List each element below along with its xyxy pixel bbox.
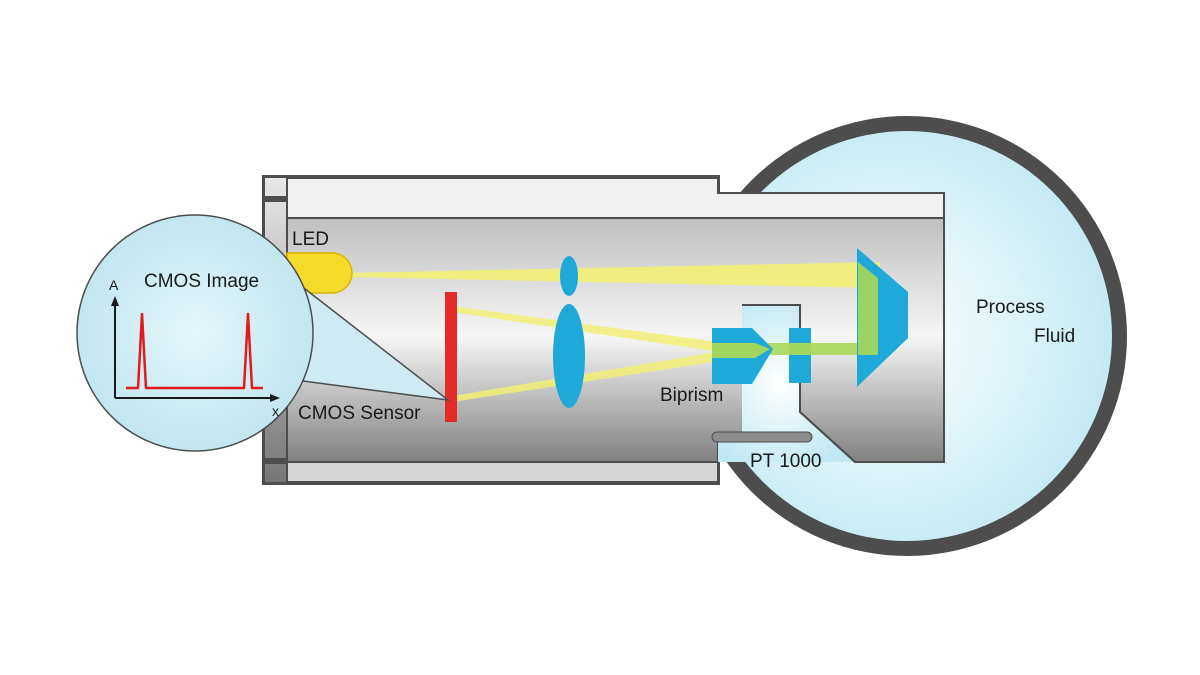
y-axis-arrow <box>111 296 119 306</box>
callout-bubble <box>76 214 314 452</box>
upper-return-beam <box>452 306 740 355</box>
intensity-trace <box>126 312 263 390</box>
ring-groove-top <box>265 196 287 202</box>
led-emitter <box>286 252 353 294</box>
housing-bottom-band <box>286 461 719 483</box>
upper-lens <box>560 256 578 296</box>
lower-lens <box>553 304 585 408</box>
biprism-beam-overlay <box>712 343 770 358</box>
window-block <box>789 328 811 383</box>
cmos-sensor-bar <box>445 292 457 422</box>
cmos-image-callout <box>76 214 451 452</box>
window-beam-overlay <box>789 343 811 355</box>
lower-return-beam <box>452 348 740 402</box>
prism-beam-overlay <box>858 262 878 355</box>
ring-groove-bottom <box>265 458 287 464</box>
led-beam <box>345 262 880 288</box>
pt1000-sensor <box>711 431 813 443</box>
x-axis-arrow <box>270 394 280 402</box>
